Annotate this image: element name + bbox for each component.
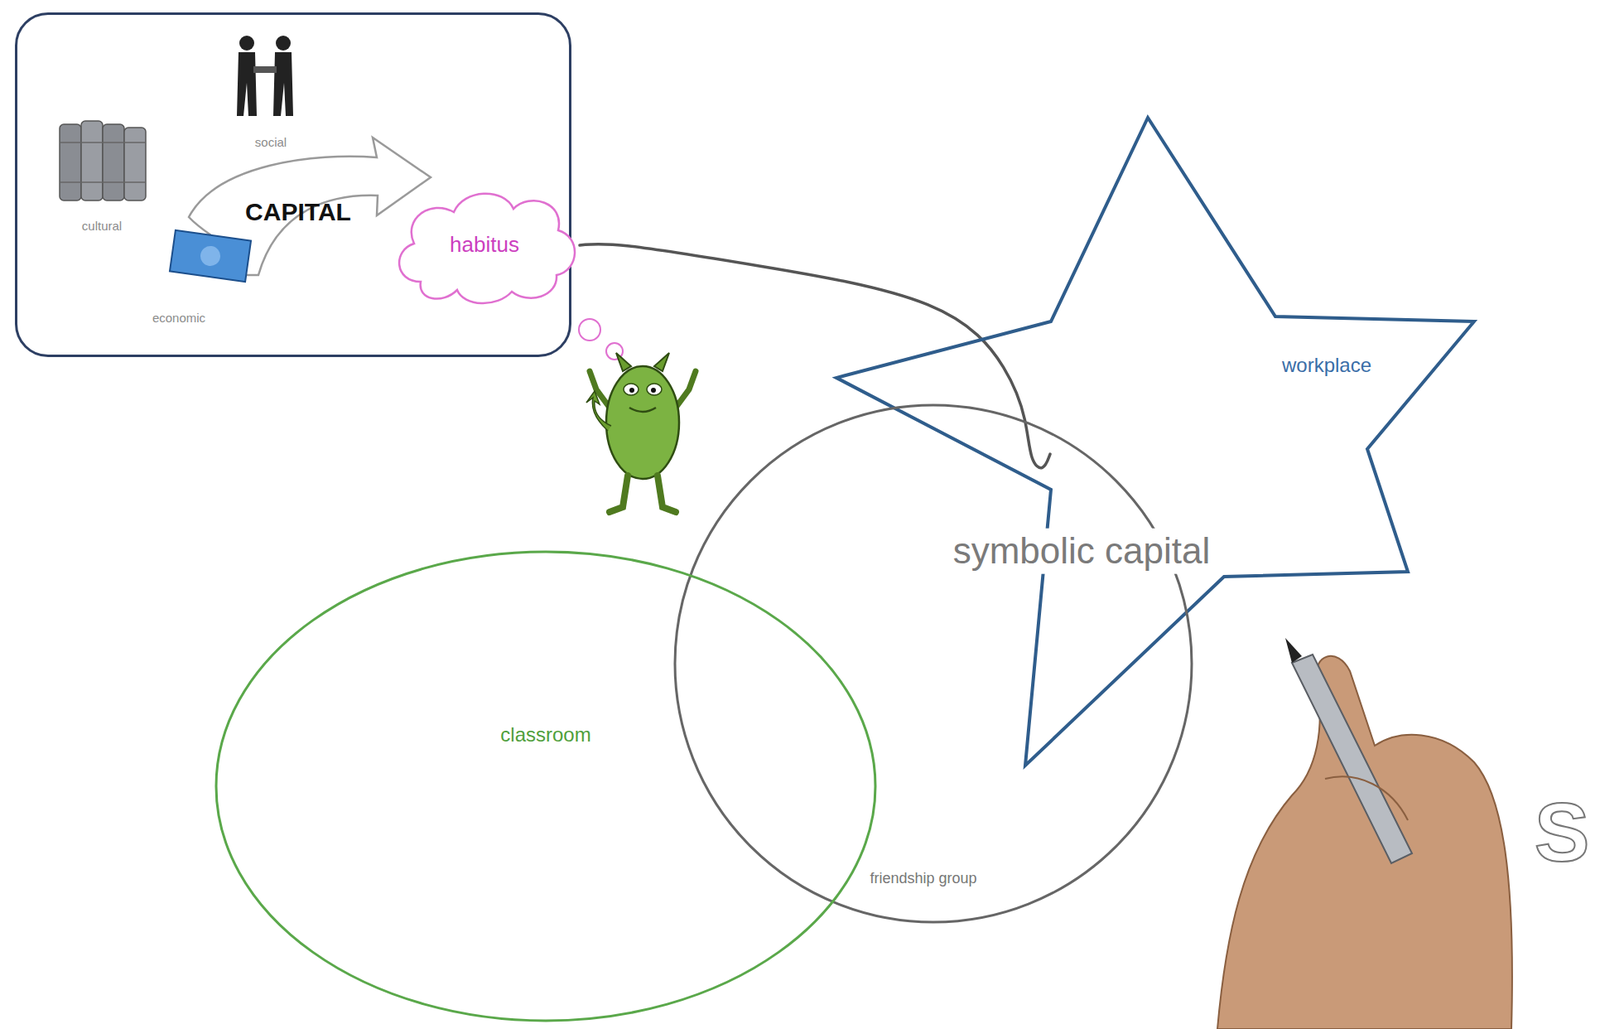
monster-figure <box>586 352 696 512</box>
banknote-icon <box>198 244 222 267</box>
cloud-label: habitus <box>449 232 520 258</box>
handshake-icon <box>275 35 291 51</box>
handshake-icon <box>236 35 294 116</box>
capital-box: CAPITAL <box>14 12 572 357</box>
field-label: classroom <box>500 722 591 747</box>
drawing-hand <box>1291 654 1413 863</box>
books-icon <box>59 120 146 201</box>
monster-figure <box>623 383 639 396</box>
field-star-outline <box>836 117 1475 766</box>
banknote-icon <box>169 230 251 282</box>
drawing-hand <box>1217 637 1513 1029</box>
handshake-icon <box>239 35 255 51</box>
field-label: friendship group <box>869 869 977 887</box>
field-ellipse-outline <box>214 549 878 1022</box>
monster-figure <box>586 390 612 431</box>
cloud-outline <box>399 193 575 304</box>
capital-type-label: economic <box>152 310 206 325</box>
monster-figure <box>616 352 632 372</box>
title-fragment: S <box>1534 784 1591 880</box>
books-icon <box>59 141 146 144</box>
circle-outline <box>674 404 1192 922</box>
habitus-cloud: habitus <box>387 183 582 307</box>
handshake-icon <box>253 66 277 73</box>
books-icon <box>59 181 146 184</box>
monster-figure <box>650 387 656 393</box>
capital-type-label: social <box>255 134 287 150</box>
monster-figure <box>654 352 670 372</box>
banknote-icon <box>169 230 251 282</box>
books-icon <box>81 120 103 201</box>
field-circle: friendship group <box>673 403 1194 924</box>
handshake-icon <box>236 52 257 116</box>
monster-figure <box>606 366 680 479</box>
handshake-icon <box>273 52 294 116</box>
monster-figure <box>609 475 676 512</box>
monster-figure <box>629 407 656 412</box>
monster-figure <box>629 387 635 393</box>
books-icon <box>102 124 125 201</box>
drawing-hand <box>1325 775 1408 820</box>
star-outline <box>836 117 1475 766</box>
books-icon <box>59 124 82 201</box>
field-label: workplace <box>1281 353 1372 377</box>
thought-puffs <box>578 318 601 341</box>
field-ellipse: classroom <box>214 549 878 1022</box>
field-circle-outline <box>673 403 1194 924</box>
books-icon <box>124 127 146 201</box>
concept-label: symbolic capital <box>946 528 1218 574</box>
drawing-hand <box>1217 655 1513 1029</box>
ellipse-outline <box>216 551 876 1021</box>
capital-type-label: cultural <box>81 218 122 233</box>
field-star: workplace <box>836 117 1475 766</box>
monster-figure <box>646 383 662 396</box>
drawing-hand <box>1285 637 1302 663</box>
capital-heading: CAPITAL <box>245 197 352 227</box>
